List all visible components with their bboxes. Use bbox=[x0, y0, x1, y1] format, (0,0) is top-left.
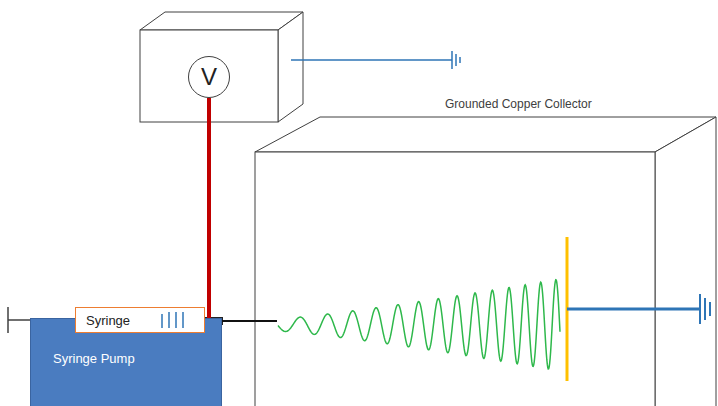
node-text: V bbox=[201, 63, 217, 91]
collector-label: Grounded Copper Collector bbox=[445, 97, 592, 111]
voltage-dial: V bbox=[188, 56, 230, 98]
spinning-chamber bbox=[255, 117, 716, 406]
power-supply-box bbox=[140, 12, 303, 122]
high-voltage-wire bbox=[205, 98, 209, 320]
node-text: Syringe bbox=[86, 313, 130, 328]
collector-ground bbox=[567, 294, 710, 324]
fibre-jet bbox=[278, 280, 560, 369]
graduation-marks bbox=[158, 310, 198, 330]
supply-ground bbox=[291, 51, 460, 69]
node-text: Syringe Pump bbox=[53, 351, 135, 366]
syringe-body: Syringe bbox=[75, 307, 205, 333]
